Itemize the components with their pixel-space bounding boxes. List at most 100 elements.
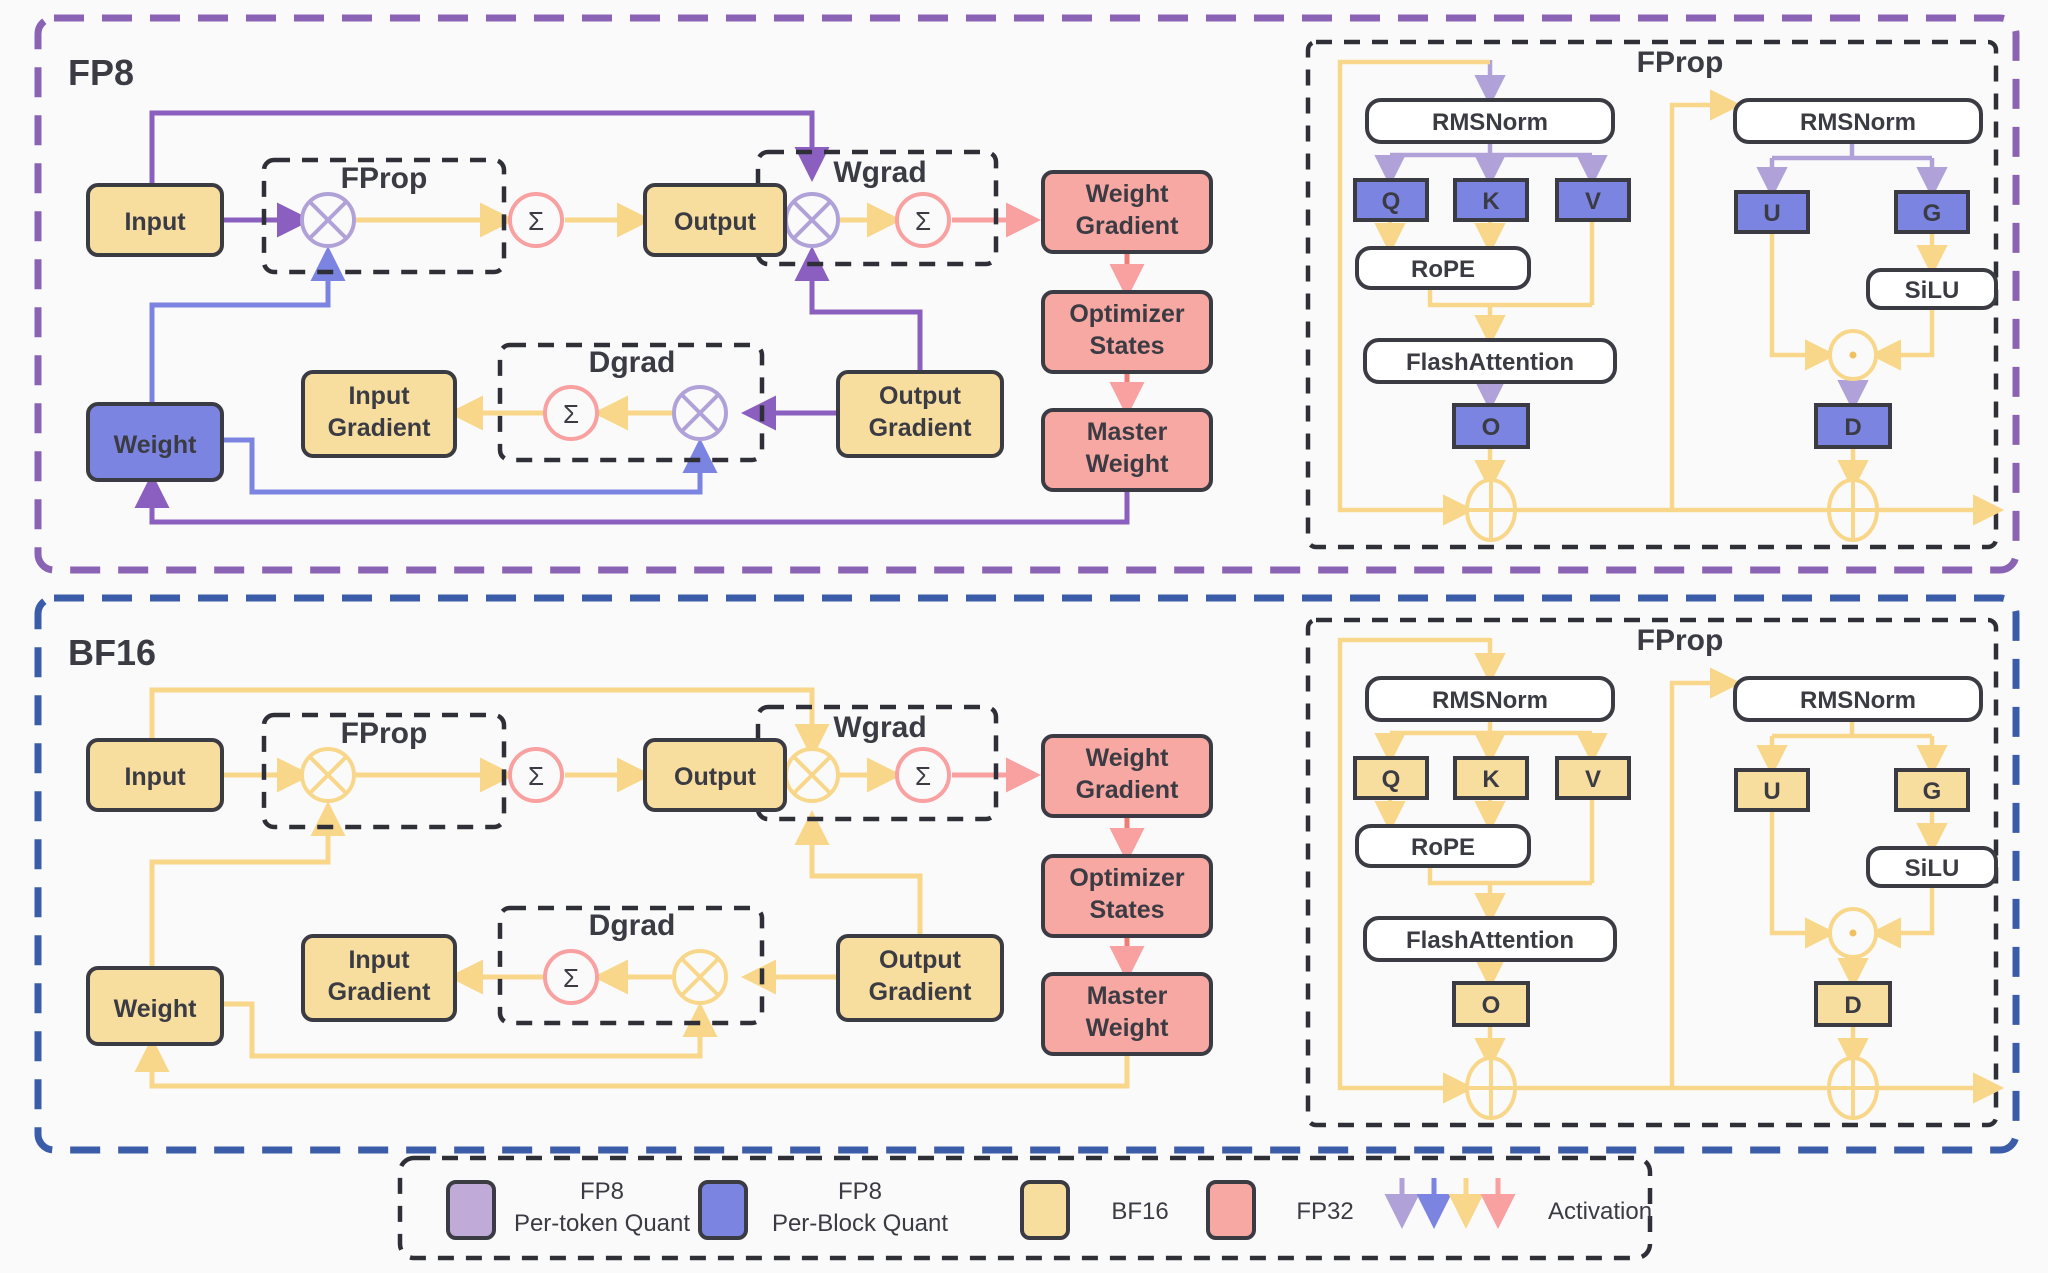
fp8-master-weight-label-1: Master [1087, 418, 1168, 446]
fp8-input-box[interactable]: Input [86, 183, 224, 257]
fp8-mlp-blocks: RMSNorm U G SiLU D [1733, 98, 1998, 449]
fp8-master-weight-box[interactable]: Master Weight [1041, 408, 1213, 492]
bf16-optimizer-states-box[interactable]: Optimizer States [1041, 854, 1213, 938]
fp8-u-label: U [1763, 200, 1780, 227]
bf16-rmsnorm-attn-block[interactable]: RMSNorm [1365, 676, 1615, 722]
svg-text:Σ: Σ [563, 963, 579, 993]
bf16-input-label: Input [124, 763, 186, 791]
bf16-wires [134, 687, 1145, 1089]
bf16-fprop-ops [1465, 907, 1879, 1120]
bf16-accum-fprop-icon: Σ [508, 747, 564, 803]
svg-text:Σ: Σ [915, 206, 931, 236]
bf16-input-gradient-label-2: Gradient [328, 978, 431, 1006]
legend-bf16: BF16 [1020, 1180, 1169, 1240]
fp8-v-block[interactable]: V [1555, 178, 1631, 222]
bf16-u-label: U [1763, 778, 1780, 805]
bf16-optimizer-states-label-2: States [1089, 896, 1164, 924]
bf16-u-block[interactable]: U [1734, 768, 1810, 812]
bf16-master-weight-box[interactable]: Master Weight [1041, 972, 1213, 1056]
fp8-rmsnorm-mlp-block[interactable]: RMSNorm [1733, 98, 1983, 144]
bf16-input-gradient-box[interactable]: Input Gradient [301, 934, 457, 1022]
fp8-flashattention-block[interactable]: FlashAttention [1363, 338, 1617, 384]
fp8-g-block[interactable]: G [1894, 190, 1970, 234]
bf16-q-block[interactable]: Q [1353, 756, 1429, 800]
bf16-rmsnorm-attn-label: RMSNorm [1432, 687, 1548, 714]
fp8-master-weight-label-2: Weight [1086, 450, 1170, 478]
bf16-g-block[interactable]: G [1894, 768, 1970, 812]
fp8-k-block[interactable]: K [1453, 178, 1529, 222]
fp8-rmsnorm-mlp-label: RMSNorm [1800, 109, 1916, 136]
bf16-g-label: G [1923, 778, 1942, 805]
bf16-flashattention-block[interactable]: FlashAttention [1363, 916, 1617, 962]
fp8-optimizer-states-box[interactable]: Optimizer States [1041, 290, 1213, 374]
fp8-fprop-detail-label: FProp [1637, 46, 1724, 79]
bf16-rmsnorm-mlp-block[interactable]: RMSNorm [1733, 676, 1983, 722]
bf16-output-gradient-label-1: Output [879, 946, 962, 974]
bf16-weight-box[interactable]: Weight [86, 966, 224, 1046]
fp8-output-box[interactable]: Output [643, 183, 787, 257]
bf16-fprop-group-box [261, 712, 507, 830]
bf16-fprop-group-label: FProp [341, 717, 428, 750]
bf16-d-block[interactable]: D [1814, 981, 1892, 1027]
bf16-o-label: O [1482, 992, 1501, 1019]
bf16-silu-label: SiLU [1905, 855, 1960, 882]
fp8-output-gradient-label-1: Output [879, 382, 962, 410]
bf16-fprop-detail: FProp [1305, 617, 2005, 1128]
legend-swatch-fp32 [1206, 1180, 1256, 1240]
fp8-weight-box[interactable]: Weight [86, 402, 224, 482]
fp8-q-block[interactable]: Q [1353, 178, 1429, 222]
fp8-weight-gradient-box[interactable]: Weight Gradient [1041, 170, 1213, 254]
bf16-v-block[interactable]: V [1555, 756, 1631, 800]
fp8-rmsnorm-attn-label: RMSNorm [1432, 109, 1548, 136]
svg-text:Σ: Σ [915, 761, 931, 791]
bf16-weight-label: Weight [114, 995, 198, 1023]
fp8-input-gradient-label-1: Input [348, 382, 410, 410]
bf16-residual-add-attn-icon [1465, 1056, 1517, 1120]
legend-activation: Activation [1384, 1178, 1652, 1230]
fp8-d-block[interactable]: D [1814, 403, 1892, 449]
fp8-panel-border [34, 14, 2020, 574]
bf16-output-box[interactable]: Output [643, 738, 787, 812]
svg-text:Σ: Σ [563, 399, 579, 429]
fp8-residual-add-attn-icon [1465, 478, 1517, 542]
bf16-input-gradient-label-1: Input [348, 946, 410, 974]
bf16-matmul-fprop-icon [300, 747, 356, 803]
fp8-silu-block[interactable]: SiLU [1866, 268, 1998, 310]
bf16-output-gradient-box[interactable]: Output Gradient [836, 934, 1004, 1022]
legend-fp8-per-block-label-2: Per-Block Quant [772, 1210, 948, 1237]
fp8-input-gradient-box[interactable]: Input Gradient [301, 370, 457, 458]
fp8-silu-label: SiLU [1905, 277, 1960, 304]
fp8-attn-blocks: RMSNorm Q K V RoPE [1353, 98, 1631, 449]
bf16-panel-label: BF16 [68, 632, 156, 673]
bf16-v-label: V [1585, 766, 1601, 793]
fp8-o-label: O [1482, 414, 1501, 441]
bf16-rope-block[interactable]: RoPE [1355, 824, 1531, 868]
fp8-o-block[interactable]: O [1452, 403, 1530, 449]
bf16-silu-block[interactable]: SiLU [1866, 846, 1998, 888]
bf16-k-label: K [1482, 766, 1500, 793]
legend-swatch-bf16 [1020, 1180, 1070, 1240]
fp8-rmsnorm-attn-block[interactable]: RMSNorm [1365, 98, 1615, 144]
fp8-q-label: Q [1382, 188, 1401, 215]
fp8-weight-label: Weight [114, 431, 198, 459]
legend-bf16-label: BF16 [1111, 1198, 1168, 1225]
fp8-matmul-wgrad-icon [784, 192, 840, 248]
legend-fp8-per-block: FP8 Per-Block Quant [698, 1178, 948, 1240]
bf16-input-box[interactable]: Input [86, 738, 224, 812]
bf16-o-block[interactable]: O [1452, 981, 1530, 1027]
fp8-g-label: G [1923, 200, 1942, 227]
fp8-rope-block[interactable]: RoPE [1355, 246, 1531, 290]
panel-bf16: BF16 FProp Wgrad Dgrad [34, 594, 2020, 1154]
bf16-matmul-wgrad-icon [784, 747, 840, 803]
fp8-output-gradient-box[interactable]: Output Gradient [836, 370, 1004, 458]
fp8-u-block[interactable]: U [1734, 190, 1810, 234]
bf16-d-label: D [1844, 992, 1861, 1019]
bf16-weight-gradient-box[interactable]: Weight Gradient [1041, 734, 1213, 818]
fp8-fprop-detail: FProp [1305, 39, 2005, 550]
bf16-elementwise-mul-mlp-icon [1828, 907, 1878, 959]
fp8-fprop-group-label: FProp [341, 162, 428, 195]
fp8-dgrad-group-box [497, 342, 765, 463]
fp8-output-label: Output [674, 208, 757, 236]
bf16-k-block[interactable]: K [1453, 756, 1529, 800]
